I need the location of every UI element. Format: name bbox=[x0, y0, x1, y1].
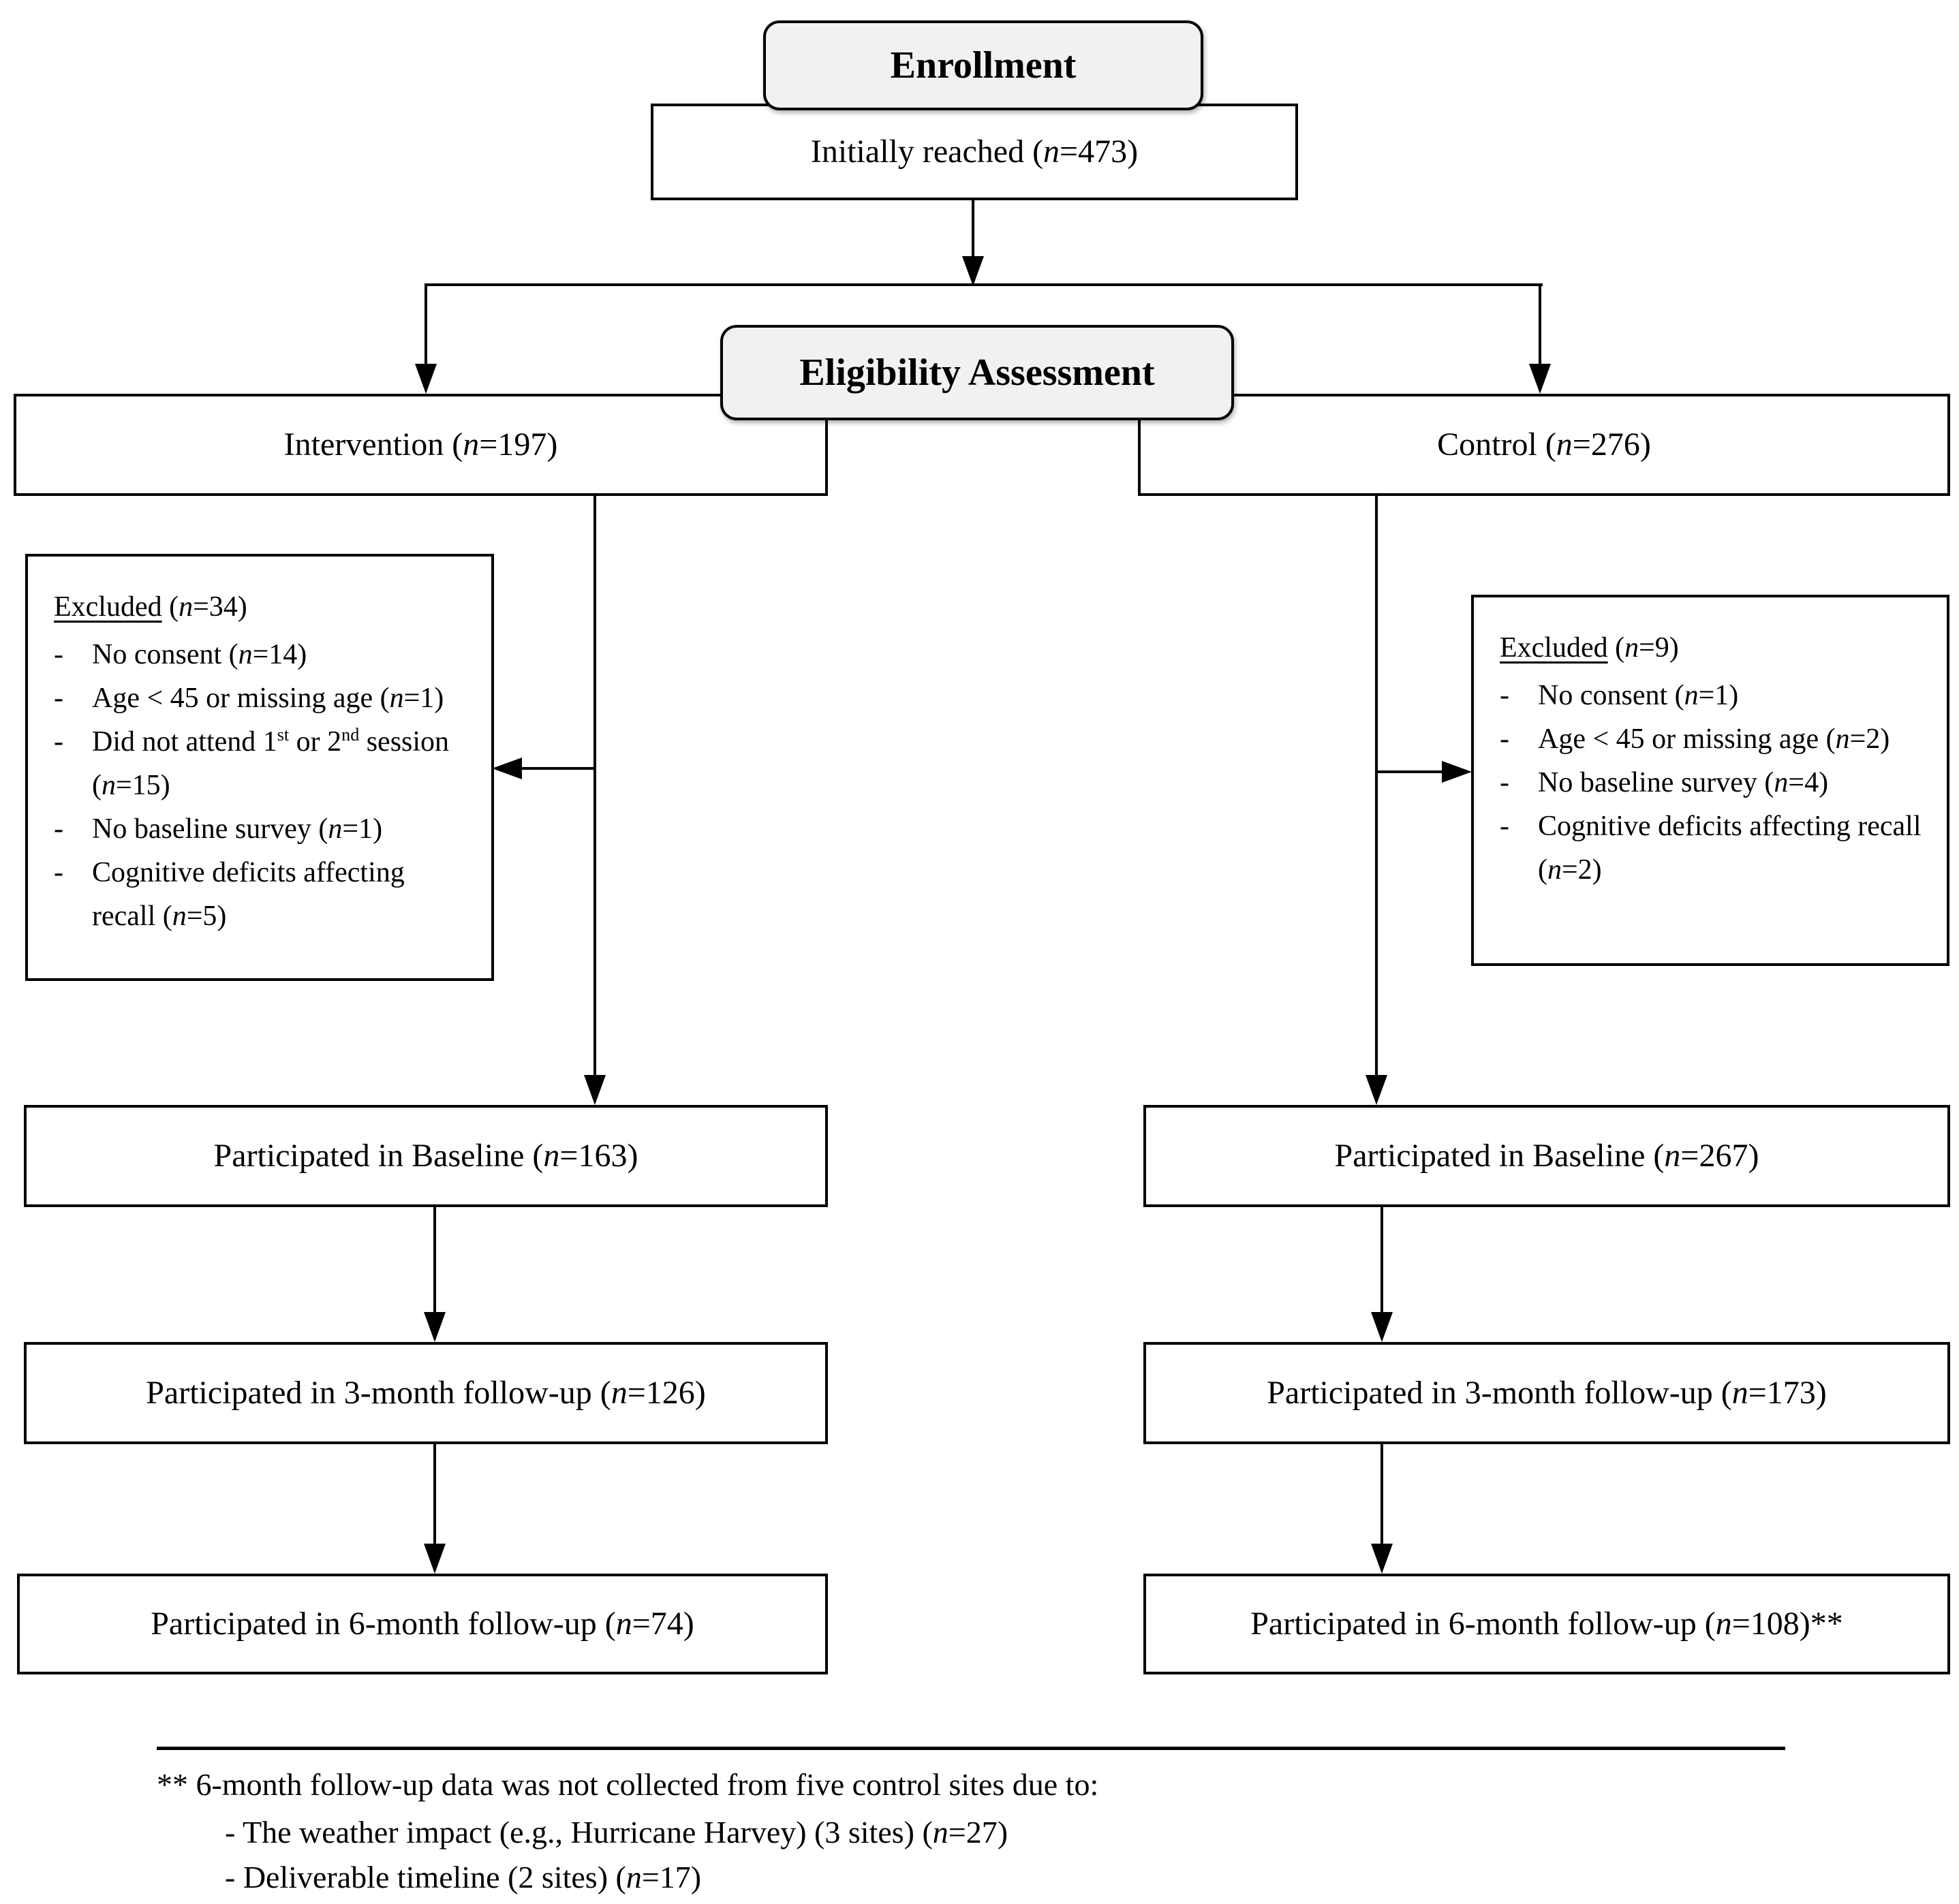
control-6month-box: Participated in 6-month follow-up (n=108… bbox=[1143, 1574, 1950, 1674]
connector-line bbox=[425, 283, 427, 365]
excluded-reason-text: No baseline survey (n=1) bbox=[92, 813, 383, 845]
bullet-dash: - bbox=[1500, 723, 1509, 755]
control-baseline-box: Participated in Baseline (n=267) bbox=[1143, 1105, 1950, 1207]
flow-arrow-left-icon bbox=[492, 758, 522, 779]
bullet-dash: - bbox=[1500, 811, 1509, 842]
intervention-group-box: Intervention (n=197) bbox=[14, 394, 828, 496]
initially-reached-box: Initially reached (n=473) bbox=[651, 104, 1298, 200]
excluded-reason: - No baseline survey (n=1) bbox=[54, 807, 472, 851]
excluded-reason-text: No consent (n=14) bbox=[92, 639, 307, 670]
bullet-dash: - bbox=[1500, 680, 1509, 711]
bullet-dash: - bbox=[54, 857, 63, 888]
excluded-reason: - Age < 45 or missing age (n=1) bbox=[54, 676, 472, 720]
connector-line bbox=[1375, 496, 1378, 1078]
excluded-reason-text: Age < 45 or missing age (n=1) bbox=[92, 683, 444, 714]
excluded-reason: - No consent (n=1) bbox=[1500, 674, 1928, 717]
excluded-count: (n=9) bbox=[1615, 632, 1679, 664]
intervention-3month-box: Participated in 3-month follow-up (n=126… bbox=[24, 1342, 828, 1444]
excluded-reason: - No consent (n=14) bbox=[54, 633, 472, 676]
connector-line bbox=[425, 283, 1543, 286]
eligibility-stage-label: Eligibility Assessment bbox=[799, 352, 1155, 394]
excluded-title: Excluded (n=34) bbox=[54, 585, 472, 629]
eligibility-stage-box: Eligibility Assessment bbox=[720, 325, 1234, 420]
connector-line bbox=[1539, 283, 1541, 365]
enrollment-stage-label: Enrollment bbox=[890, 44, 1077, 87]
excluded-reason: - Age < 45 or missing age (n=2) bbox=[1500, 717, 1928, 761]
flow-arrow-down-icon bbox=[1371, 1544, 1393, 1574]
control-6month-label: Participated in 6-month follow-up (n=108… bbox=[1250, 1606, 1843, 1642]
bullet-dash: - bbox=[54, 639, 63, 670]
excluded-count: (n=34) bbox=[169, 591, 247, 623]
excluded-reason-text: Cognitive deficits affecting recall (n=5… bbox=[92, 857, 405, 932]
flow-arrow-down-icon bbox=[584, 1075, 606, 1105]
connector-line bbox=[433, 1207, 436, 1315]
intervention-group-label: Intervention (n=197) bbox=[283, 426, 558, 463]
bullet-dash: - bbox=[54, 813, 63, 845]
connector-line bbox=[1375, 770, 1443, 773]
excluded-reason: - Cognitive deficits affecting recall (n… bbox=[54, 851, 472, 938]
connector-line bbox=[1380, 1444, 1383, 1545]
control-group-box: Control (n=276) bbox=[1138, 394, 1950, 496]
flow-arrow-down-icon bbox=[1371, 1312, 1393, 1342]
bullet-dash: - bbox=[54, 683, 63, 714]
flow-arrow-down-icon bbox=[1529, 364, 1551, 394]
control-baseline-label: Participated in Baseline (n=267) bbox=[1334, 1138, 1759, 1174]
control-excluded-box: Excluded (n=9) - No consent (n=1) - Age … bbox=[1471, 595, 1949, 966]
intervention-baseline-label: Participated in Baseline (n=163) bbox=[213, 1138, 638, 1174]
flow-arrow-down-icon bbox=[424, 1544, 446, 1574]
intervention-6month-label: Participated in 6-month follow-up (n=74) bbox=[151, 1606, 694, 1642]
excluded-title: Excluded (n=9) bbox=[1500, 626, 1928, 670]
flow-arrow-right-icon bbox=[1442, 761, 1472, 783]
connector-line bbox=[1380, 1207, 1383, 1315]
flow-arrow-down-icon bbox=[1366, 1075, 1387, 1105]
initially-reached-label: Initially reached (n=473) bbox=[810, 134, 1139, 170]
footnote-line-1: ** 6-month follow-up data was not collec… bbox=[157, 1767, 1099, 1802]
excluded-reason-text: Cognitive deficits affecting recall (n=2… bbox=[1538, 811, 1922, 886]
connector-line bbox=[593, 496, 596, 1078]
intervention-3month-label: Participated in 3-month follow-up (n=126… bbox=[146, 1375, 706, 1411]
excluded-reason-text: Age < 45 or missing age (n=2) bbox=[1538, 723, 1890, 755]
footnote-line-2: - The weather impact (e.g., Hurricane Ha… bbox=[225, 1815, 1008, 1850]
footnote-rule bbox=[157, 1747, 1785, 1750]
bullet-dash: - bbox=[1500, 767, 1509, 798]
intervention-6month-box: Participated in 6-month follow-up (n=74) bbox=[17, 1574, 828, 1674]
excluded-label: Excluded bbox=[54, 591, 162, 623]
bullet-dash: - bbox=[54, 726, 63, 758]
connector-line bbox=[433, 1444, 436, 1545]
excluded-reason-text: No consent (n=1) bbox=[1538, 680, 1739, 711]
excluded-reason-text: No baseline survey (n=4) bbox=[1538, 767, 1829, 798]
connector-line bbox=[972, 200, 974, 260]
enrollment-stage-box: Enrollment bbox=[763, 20, 1203, 110]
intervention-baseline-box: Participated in Baseline (n=163) bbox=[24, 1105, 828, 1207]
footnote-line-3: - Deliverable timeline (2 sites) (n=17) bbox=[225, 1860, 702, 1894]
control-3month-label: Participated in 3-month follow-up (n=173… bbox=[1267, 1375, 1827, 1411]
excluded-reason: - Cognitive deficits affecting recall (n… bbox=[1500, 805, 1928, 892]
connector-line bbox=[519, 767, 596, 770]
excluded-reason: - Did not attend 1st or 2nd session (n=1… bbox=[54, 720, 472, 807]
excluded-reason-text: Did not attend 1st or 2nd session (n=15) bbox=[92, 725, 450, 801]
control-group-label: Control (n=276) bbox=[1437, 426, 1651, 463]
control-3month-box: Participated in 3-month follow-up (n=173… bbox=[1143, 1342, 1950, 1444]
flow-arrow-down-icon bbox=[415, 364, 437, 394]
excluded-label: Excluded bbox=[1500, 632, 1608, 664]
flow-arrow-down-icon bbox=[962, 256, 984, 286]
flow-arrow-down-icon bbox=[424, 1312, 446, 1342]
intervention-excluded-box: Excluded (n=34) - No consent (n=14) - Ag… bbox=[25, 554, 494, 981]
excluded-reason: - No baseline survey (n=4) bbox=[1500, 761, 1928, 805]
